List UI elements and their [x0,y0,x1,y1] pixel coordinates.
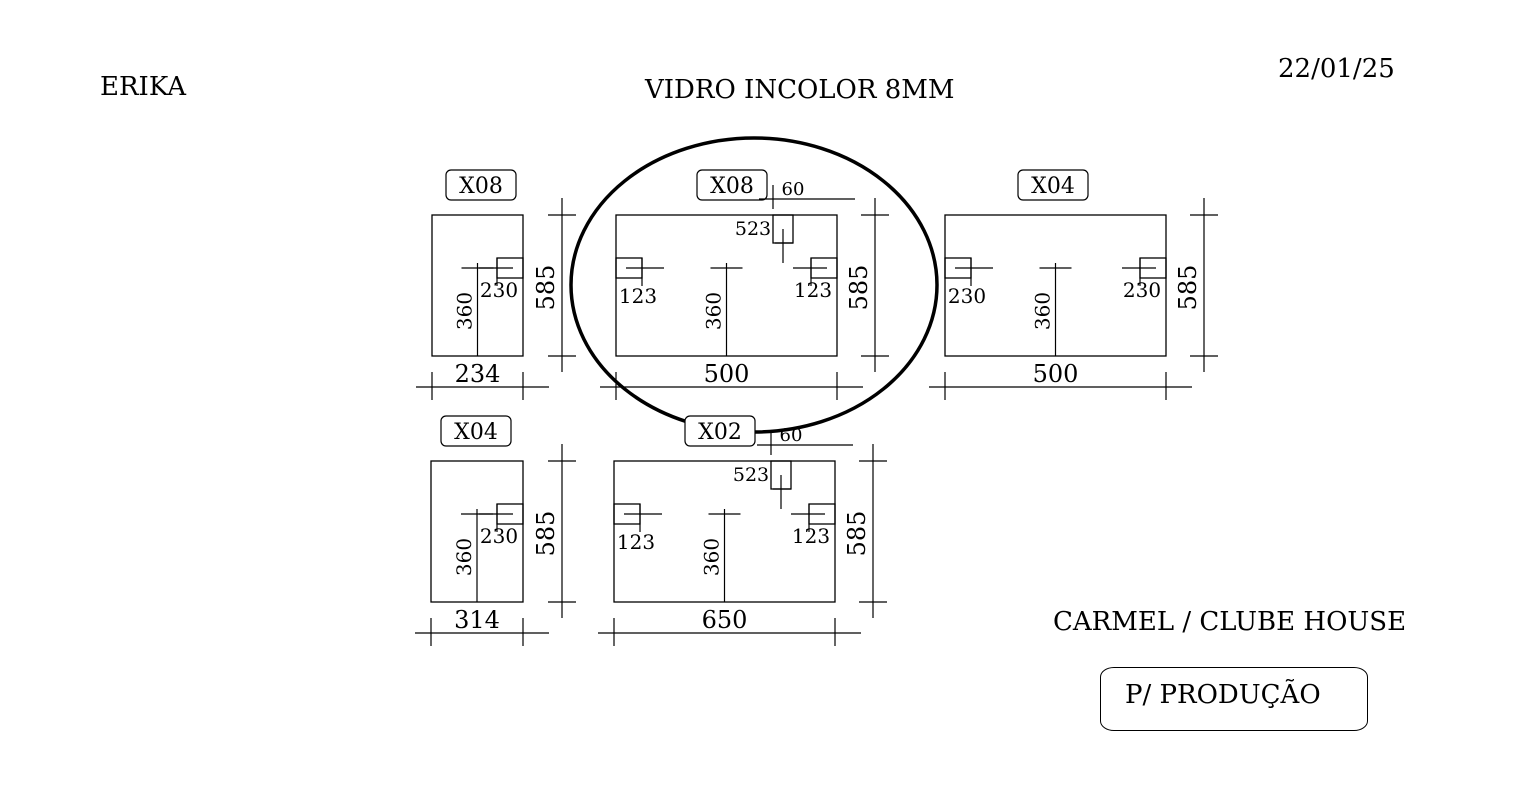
production-stamp: P/ PRODUÇÃO [1100,667,1368,731]
notch-dimension: 123 [619,284,657,308]
quantity-tag-frame [1017,169,1089,201]
client-name: ERIKA [100,72,186,102]
height-dimension: 585 [845,265,873,311]
width-dimension: 314 [454,606,500,634]
material-title: VIDRO INCOLOR 8MM [645,75,955,105]
project-name: CARMEL / CLUBE HOUSE [1053,607,1407,637]
width-dimension: 500 [1033,360,1079,388]
quantity-tag: X08 [710,174,754,199]
width-dimension: 234 [455,360,501,388]
quantity-tag-frame [445,169,517,201]
quantity-tag-frame [684,415,756,447]
glass-panel-2: X08 500 585 360 123 123 60 523 [569,136,939,434]
height-dimension: 585 [843,511,871,557]
production-stamp-label: P/ PRODUÇÃO [1125,680,1321,710]
notch-width-dimension: 60 [780,425,803,446]
center-height-dimension: 360 [700,538,724,576]
notch-dimension: 123 [794,278,832,302]
notch-dimension: 230 [1123,278,1161,302]
notch-height-dimension: 523 [733,464,769,486]
center-height-dimension: 360 [452,538,476,576]
notch-dimension: 230 [480,524,518,548]
glass-panel-5: X02 650 585 360 123 123 60 523 [598,415,887,646]
quantity-tag: X08 [459,174,503,199]
center-height-dimension: 360 [1031,292,1055,330]
notch-height-dimension: 523 [735,218,771,240]
quantity-tag: X04 [1031,174,1075,199]
quantity-tag: X02 [698,420,742,445]
center-height-dimension: 360 [453,292,477,330]
notch-width-dimension: 60 [782,179,805,200]
height-dimension: 585 [532,265,560,311]
center-height-dimension: 360 [702,292,726,330]
height-dimension: 585 [1174,265,1202,311]
date-label: 22/01/25 [1278,54,1395,84]
notch-dimension: 230 [948,284,986,308]
notch-dimension: 230 [480,278,518,302]
quantity-tag-frame [440,415,512,447]
notch-dimension: 123 [617,530,655,554]
quantity-tag-frame [696,169,768,201]
width-dimension: 500 [704,360,750,388]
width-dimension: 650 [702,606,748,634]
notch-dimension: 123 [792,524,830,548]
height-dimension: 585 [532,511,560,557]
glass-panel-3: X04 500 585 360 230 230 [929,169,1218,400]
quantity-tag: X04 [454,420,498,445]
